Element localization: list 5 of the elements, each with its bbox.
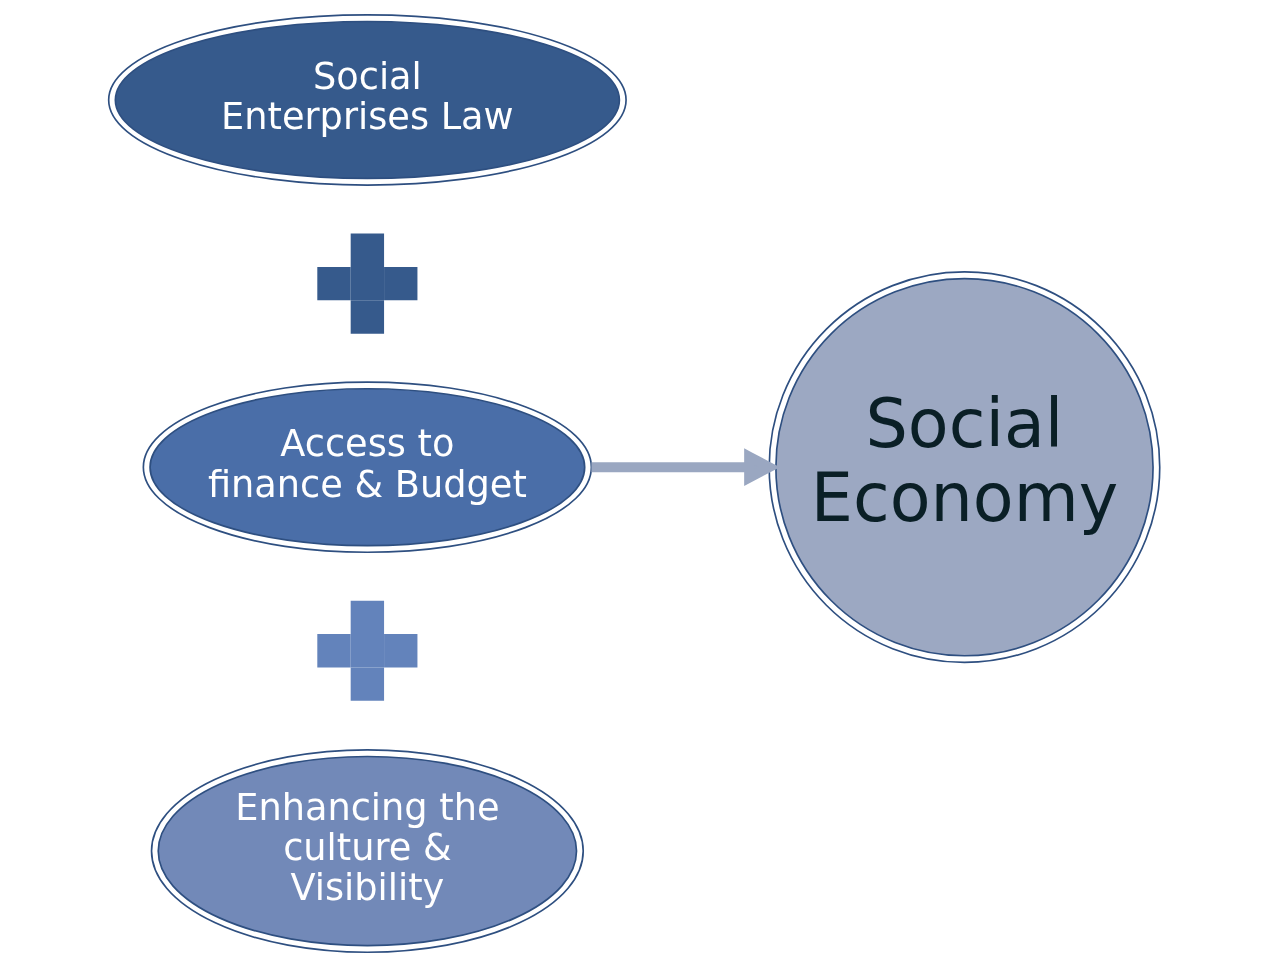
node-ellipse: Access to finance & Budget [142,381,593,554]
node-ellipse: Social Enterprises Law [107,14,627,186]
arrow [591,448,780,486]
node-ellipse: Enhancing the culture & Visibility [150,749,585,954]
node-circle: Social Economy [768,271,1161,664]
